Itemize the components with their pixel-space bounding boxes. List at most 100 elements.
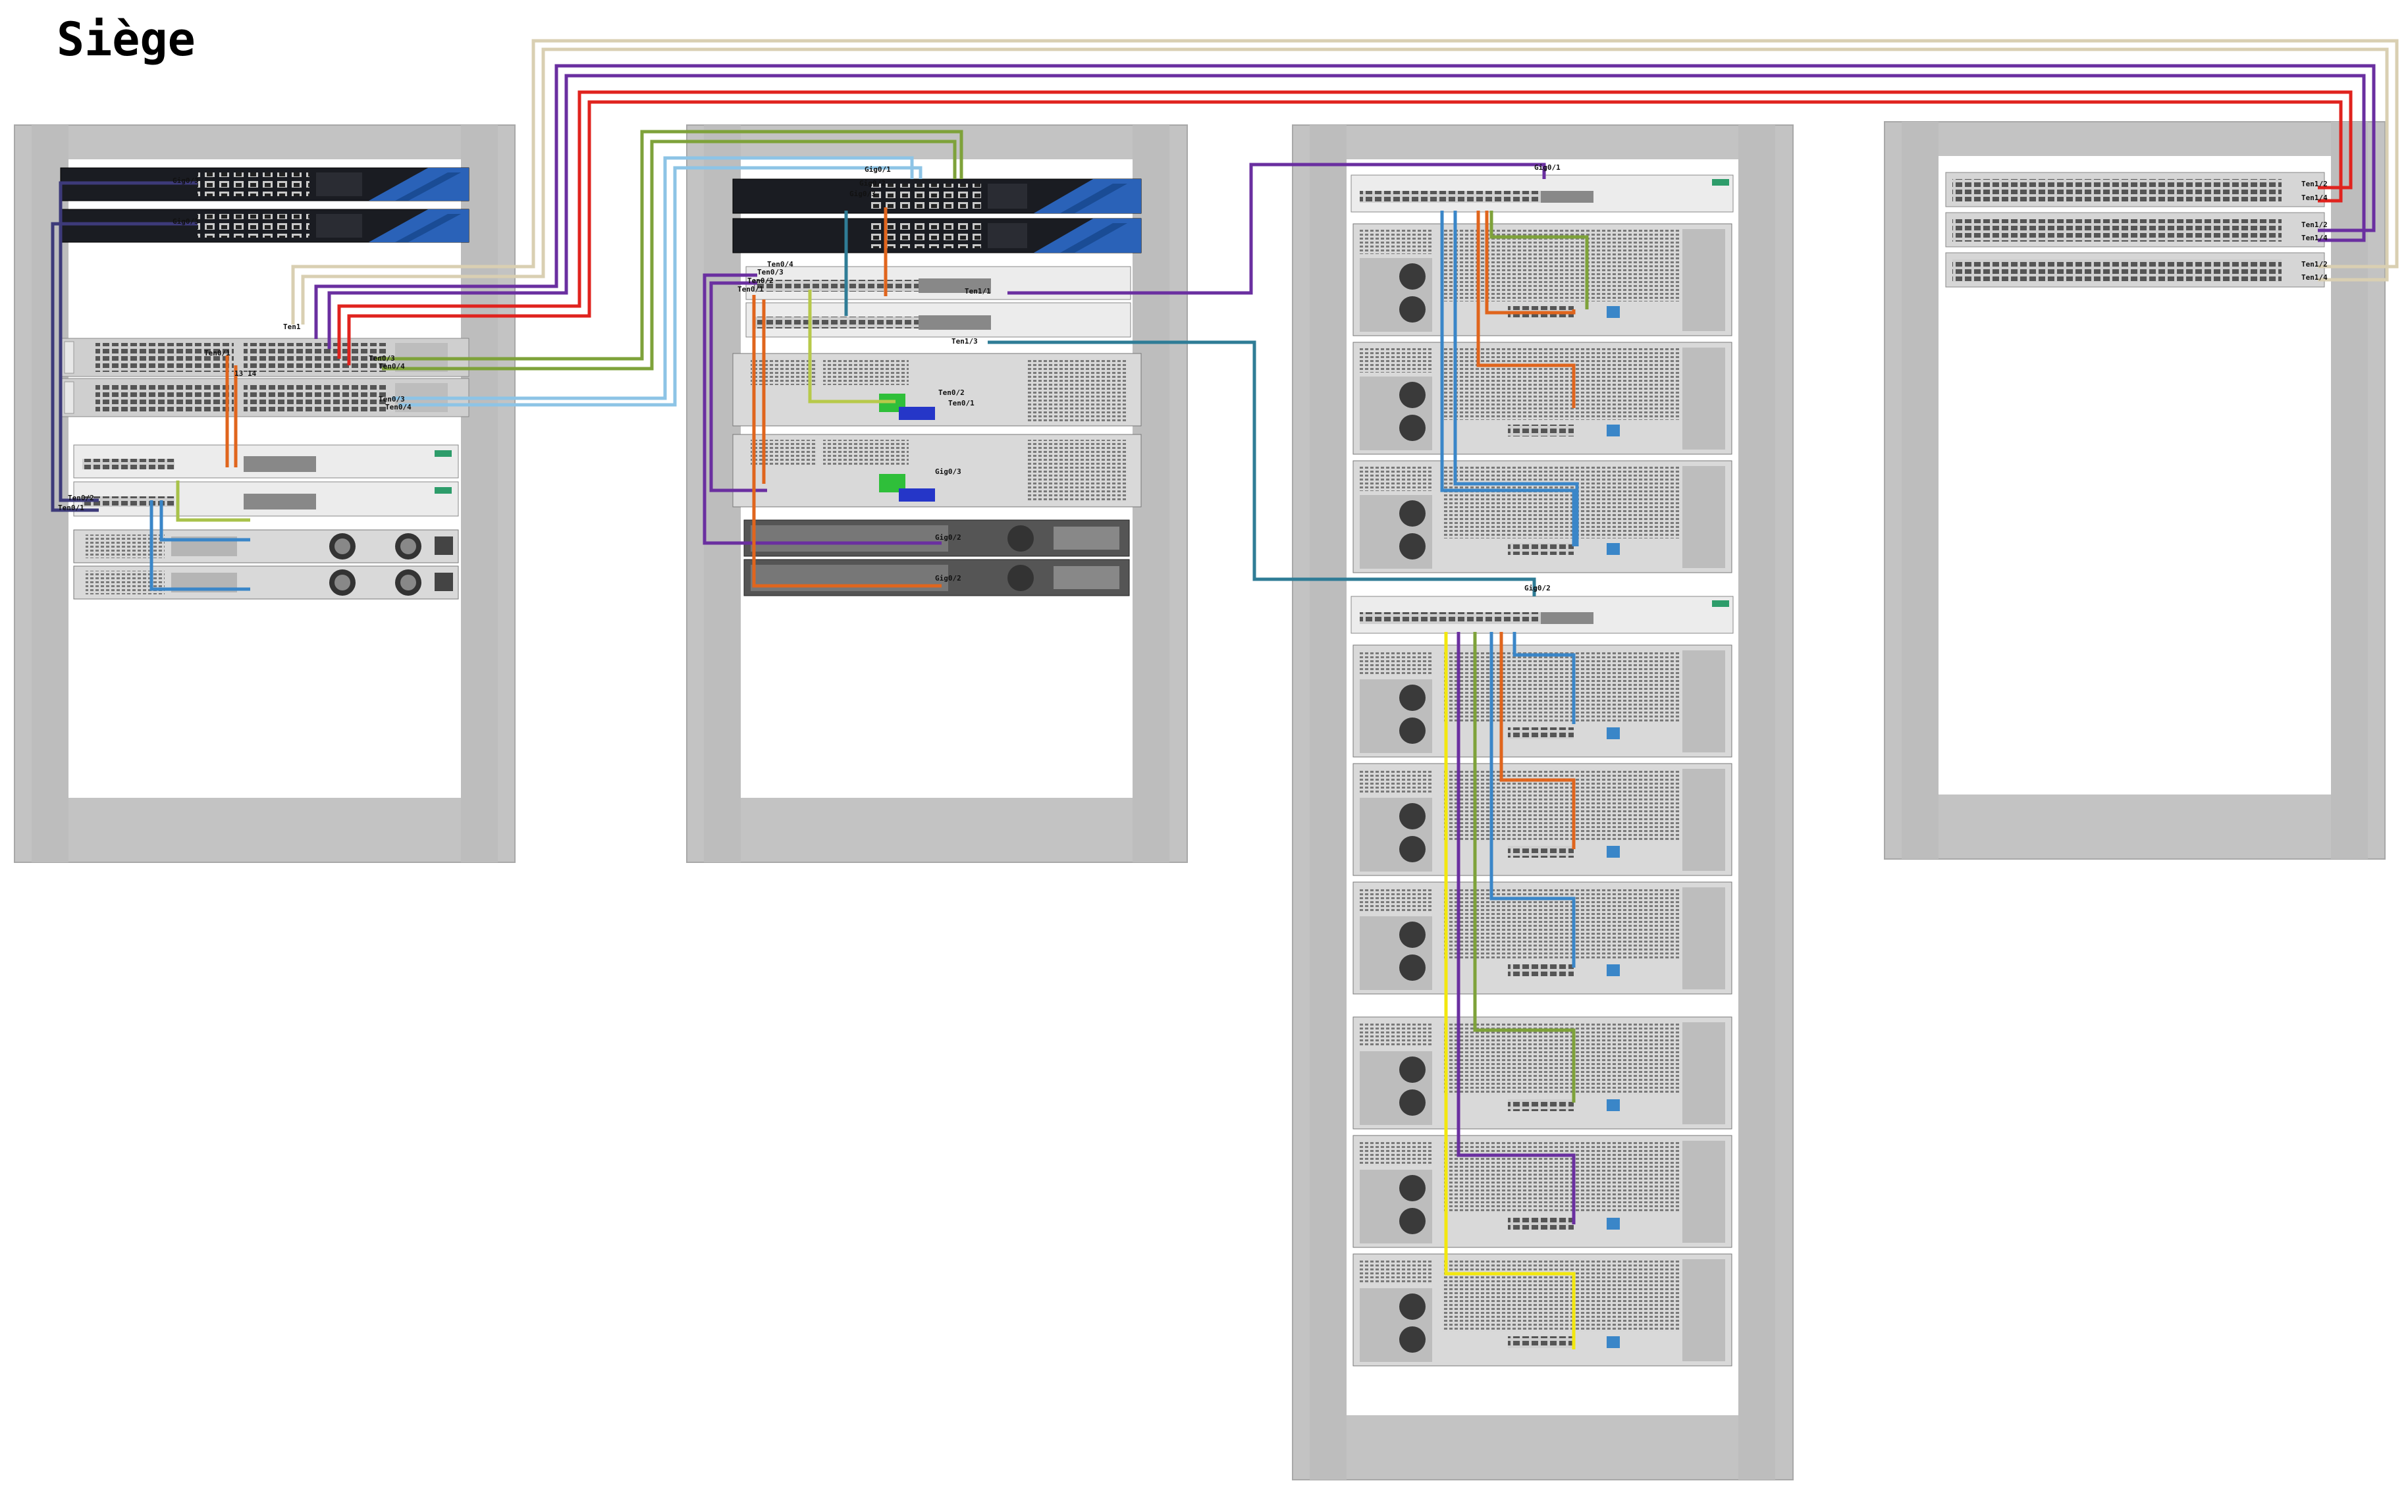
cable-blue-r3-4 [1512,632,1576,724]
cable-blue-r3-1 [1440,211,1576,546]
cable-green-2 [382,140,957,371]
cable-green-r2 [808,290,896,404]
storage-server [1352,223,1732,336]
rack-3-devices [1351,174,1734,634]
port-label: Ten0/4 [767,260,793,269]
port-label: Ten0/4 [379,362,405,371]
cable-green-1 [375,130,963,361]
storage-server [1352,460,1732,573]
port-label: Gig0/1 [865,165,891,174]
server-2u-2 [732,434,1142,508]
access-switch-1 [73,444,459,479]
port-label: Ten0/2 [747,276,774,285]
cable-beige-2 [301,47,2389,325]
port-label: Ten0/3 [369,354,395,363]
port-label: Gig0/2 [859,179,886,188]
access-switch-4 [745,302,1131,338]
port-label: Gig0/1 [1534,163,1561,172]
port-label: Ten1/2 [2301,221,2328,229]
port-label: Ten1 [283,323,301,331]
cable-green-r3-2 [1473,632,1576,1103]
cable-green-r1 [176,481,250,522]
port-label: Gig0/3 [849,190,876,198]
cable-red-1 [337,90,2353,359]
firewall-2 [60,209,469,243]
cable-lightblue-1 [392,156,914,400]
cable-blue-r3-3 [1489,632,1576,968]
cable-teal-r2-r3 [988,340,1536,596]
cable-blue-r3-2 [1453,211,1579,546]
cable-orange-r3-3 [1499,632,1576,849]
rack-1-devices [60,167,469,600]
port-label: Gig0/3 [173,176,199,185]
access-switch-6 [1351,596,1734,634]
access-switch-2 [73,481,459,517]
port-label: Ten1/4 [2301,234,2328,242]
port-label: Ten0/1 [204,349,230,357]
port-label: 14 [248,369,257,378]
cable-lightblue-2 [398,166,923,407]
port-label: Gig0/3 [173,217,199,226]
port-label: Ten0/3 [757,268,784,276]
firewall-3 [732,178,1142,214]
port-label: Ten1/3 [951,337,978,346]
port-label: 13 [234,369,243,378]
port-labels: Gig0/3 Gig0/3 Ten0/1 Ten1 Ten0/3 Ten0/4 … [58,163,2328,592]
server-1u-2 [73,565,459,600]
port-label: Ten0/4 [385,403,412,411]
port-label: Ten1/4 [2301,273,2328,282]
core-switch-5 [1945,252,2325,288]
cable-beige-1 [291,39,2399,325]
core-switch-2 [60,378,469,417]
port-label: Ten1/2 [2301,180,2328,188]
page-title: Siège [57,13,196,66]
server-2u-1 [732,353,1142,427]
cable-purple-r2-r3 [1007,163,1546,295]
rack-4-devices [1945,172,2325,288]
port-label: Ten0/1 [737,285,764,294]
server-1u-1 [73,529,459,563]
core-switch-4 [1945,212,2325,248]
cable-navy-1 [59,181,198,502]
port-label: Gig0/2 [935,574,961,583]
storage-server [1352,1016,1732,1130]
cable-purple-1 [314,64,2376,339]
rack-2-devices [732,178,1142,596]
port-label: Ten1/4 [2301,194,2328,202]
access-switch-5 [1351,174,1734,213]
cable-red-2 [347,100,2343,365]
port-label: Gig0/3 [935,467,961,476]
storage-1 [743,519,1130,557]
core-switch-3 [1945,172,2325,207]
storage-server [1352,881,1732,995]
port-label: Ten0/2 [68,494,94,502]
cable-blue-r1-2 [159,500,250,542]
cable-blue-r1-1 [149,500,250,591]
storage-server [1352,342,1732,455]
port-label: Ten0/1 [58,504,84,512]
port-label: Gig0/2 [1524,584,1551,592]
port-label: Ten0/3 [379,395,405,404]
cable-orange-r3-1 [1476,211,1576,408]
cables [51,39,2399,1349]
cable-yellow-r3 [1444,632,1576,1349]
cable-purple-r2-1 [703,273,942,545]
cable-purple-2 [327,74,2366,349]
port-label: Ten1/2 [2301,260,2328,269]
storage-server [1352,1135,1732,1248]
cable-orange-r2-1 [752,295,942,588]
cable-orange-r3-2 [1485,211,1576,315]
storage-server [1352,1253,1732,1367]
port-label: Ten0/1 [948,399,975,407]
port-label: Ten1/1 [965,287,991,296]
cable-green-r3-1 [1489,211,1589,309]
rack-3-servers [1352,223,1732,1367]
storage-server [1352,644,1732,758]
cable-purple-r3 [1457,632,1576,1224]
port-label: Gig0/2 [935,533,961,542]
port-label: Ten0/2 [938,388,965,397]
firewall-4 [732,218,1142,253]
cable-navy-2 [51,222,198,512]
cable-purple-r2-2 [709,281,767,492]
